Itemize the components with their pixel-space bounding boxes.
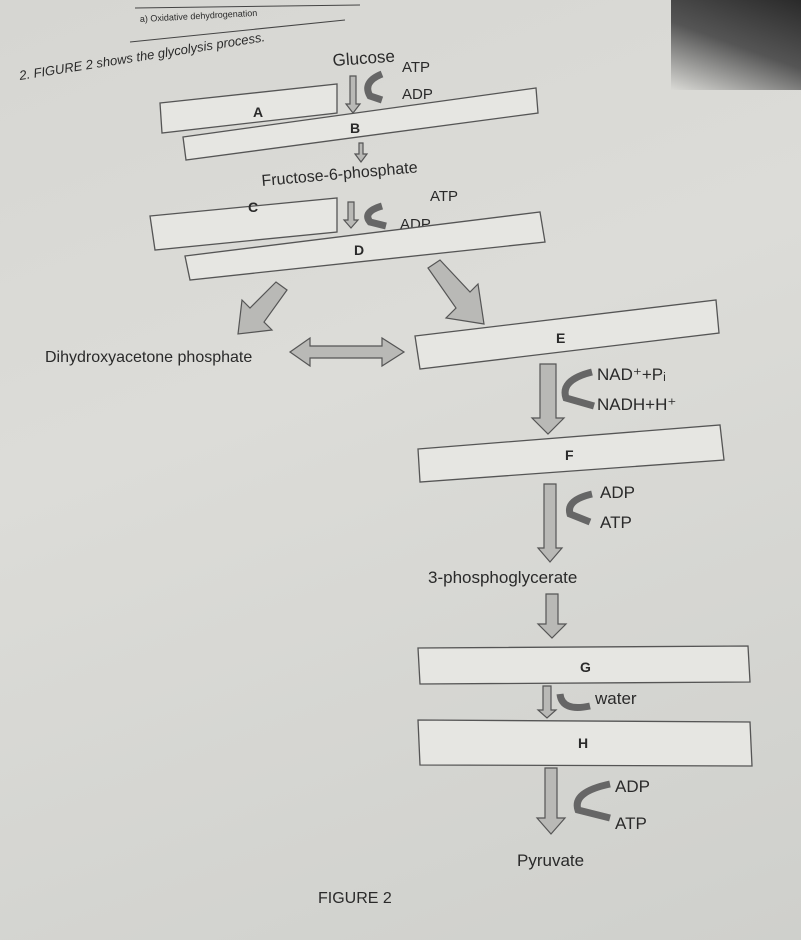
curved-arrow <box>364 70 384 104</box>
label-e: E <box>556 330 565 346</box>
answer-line <box>129 19 346 43</box>
box-e <box>414 299 720 370</box>
reversible-arrow <box>288 336 406 368</box>
box-h <box>417 719 753 767</box>
split-arrow-left <box>237 281 288 335</box>
box-d <box>184 211 546 281</box>
curved-arrow <box>573 780 611 822</box>
split-arrow-right <box>427 259 485 325</box>
down-arrow <box>353 142 369 163</box>
box-a <box>159 83 338 134</box>
box-g <box>417 645 751 685</box>
curved-arrow <box>364 202 387 230</box>
cofactor-atp: ATP <box>430 188 458 205</box>
cofactor-nad: NAD⁺+Pᵢ <box>597 365 666 384</box>
cofactor-atp: ATP <box>600 513 632 532</box>
box-c <box>149 197 338 251</box>
label-a: A <box>253 104 263 120</box>
3-phosphoglycerate-label: 3-phosphoglycerate <box>428 568 577 587</box>
down-arrow <box>530 363 566 435</box>
fructose-6-phosphate-label: Fructose-6-phosphate <box>261 159 419 190</box>
down-arrow <box>536 483 564 563</box>
cofactor-adp: ADP <box>615 777 650 796</box>
glucose-label: Glucose <box>332 47 396 70</box>
photo-shadow <box>671 0 801 90</box>
cofactor-atp: ATP <box>402 59 430 76</box>
cofactor-atp: ATP <box>615 814 647 833</box>
cofactor-adp: ADP <box>402 86 433 103</box>
label-b: B <box>350 120 360 136</box>
label-h: H <box>578 735 588 751</box>
label-f: F <box>565 447 574 463</box>
curved-arrow <box>565 490 593 526</box>
curved-arrow <box>556 693 591 711</box>
question-text: 2. FIGURE 2 shows the glycolysis process… <box>17 29 266 83</box>
cofactor-adp: ADP <box>600 483 635 502</box>
pyruvate-label: Pyruvate <box>517 851 584 870</box>
down-arrow <box>344 75 362 114</box>
label-c: C <box>248 199 258 215</box>
curved-arrow <box>561 368 595 410</box>
figure-caption: FIGURE 2 <box>318 890 392 907</box>
product-water: water <box>594 689 637 708</box>
answer-line <box>134 4 361 9</box>
down-arrow <box>536 685 558 719</box>
label-d: D <box>354 242 364 258</box>
handwritten-note: a) Oxidative dehydrogenation <box>140 8 258 24</box>
box-f <box>417 424 725 483</box>
down-arrow <box>535 767 567 835</box>
box-b <box>182 87 539 161</box>
dhap-label: Dihydroxyacetone phosphate <box>45 349 252 366</box>
cofactor-nadh: NADH+H⁺ <box>597 395 676 414</box>
down-arrow <box>342 201 360 229</box>
down-arrow <box>536 593 568 639</box>
label-g: G <box>580 659 591 675</box>
